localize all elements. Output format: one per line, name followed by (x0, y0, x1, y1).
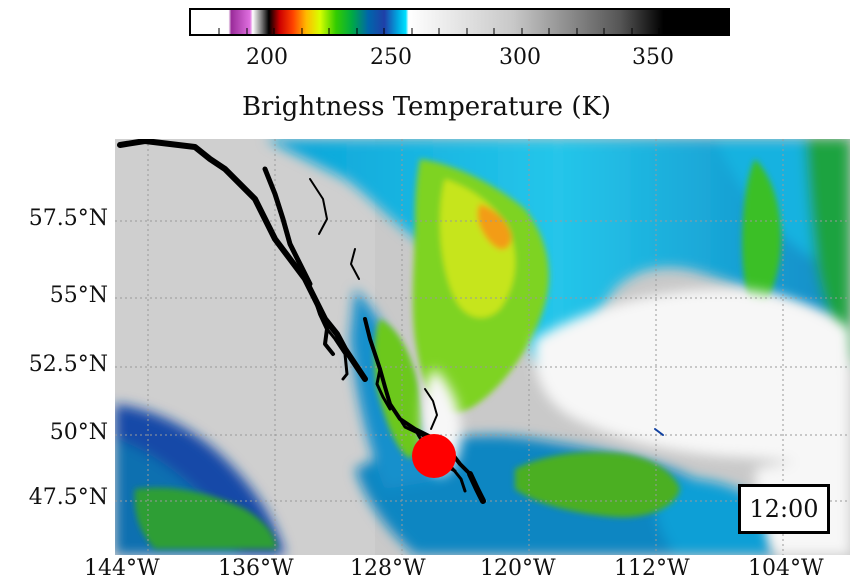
colorbar-gradient (191, 10, 728, 34)
lat-label-57-5: 57.5°N (28, 206, 108, 231)
colorbar-tick-250: 250 (370, 45, 412, 70)
colorbar-tick-300: 300 (499, 45, 541, 70)
lat-label-50: 50°N (49, 420, 108, 445)
lon-label-112w: 112°W (614, 556, 690, 581)
lon-label-104w: 104°W (748, 556, 824, 581)
timestamp-label: 12:00 (749, 495, 819, 523)
colorbar-tick-200: 200 (246, 45, 288, 70)
satellite-map (115, 139, 850, 555)
location-marker (412, 434, 456, 478)
lon-label-136w: 136°W (218, 556, 294, 581)
lon-label-128w: 128°W (350, 556, 426, 581)
lat-label-55: 55°N (49, 283, 108, 308)
lon-label-144w: 144°W (84, 556, 160, 581)
colorbar-title: Brightness Temperature (K) (241, 92, 612, 122)
timestamp-box: 12:00 (738, 484, 830, 534)
brightness-temperature-image (115, 139, 850, 555)
brightness-temperature-colorbar (189, 8, 730, 36)
lat-label-47-5: 47.5°N (28, 485, 108, 510)
lat-label-52-5: 52.5°N (28, 352, 108, 377)
colorbar-tick-350: 350 (632, 45, 674, 70)
lon-label-120w: 120°W (480, 556, 556, 581)
